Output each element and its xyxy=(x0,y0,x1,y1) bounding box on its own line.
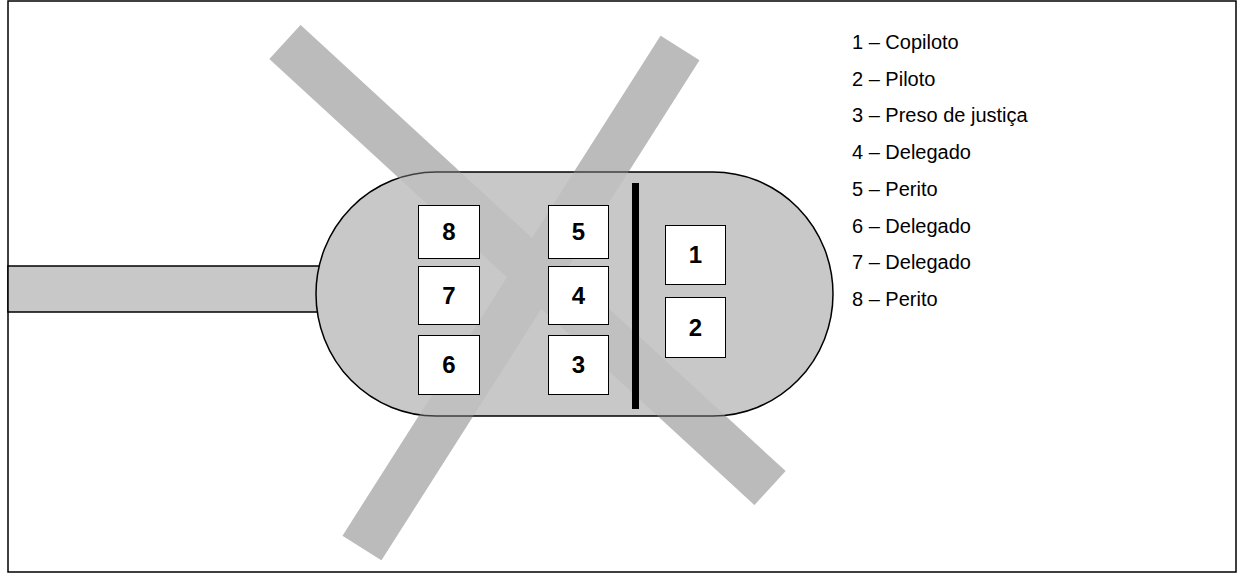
seat-legend-entry: 3 – Preso de justiça xyxy=(852,103,1028,127)
seat-number: 7 xyxy=(442,282,455,310)
seat-legend-entry: 2 – Piloto xyxy=(852,67,935,91)
seat-number: 3 xyxy=(572,351,585,379)
seat-box: 2 xyxy=(665,297,726,358)
seat-legend-entry: 6 – Delegado xyxy=(852,214,971,238)
seat-box: 4 xyxy=(548,266,609,325)
seat-legend-entry: 1 – Copiloto xyxy=(852,30,959,54)
seat-number: 6 xyxy=(442,351,455,379)
seat-box: 8 xyxy=(418,205,480,259)
seat-number: 2 xyxy=(689,314,702,342)
seat-legend-entry: 7 – Delegado xyxy=(852,250,971,274)
seat-legend-entry: 8 – Perito xyxy=(852,287,938,311)
seat-number: 1 xyxy=(689,241,702,269)
seat-box: 3 xyxy=(548,335,609,395)
rotor-blade xyxy=(362,48,680,548)
seat-box: 7 xyxy=(418,266,480,325)
seat-number: 4 xyxy=(572,282,585,310)
seat-legend-entry: 5 – Perito xyxy=(852,177,938,201)
fuselage xyxy=(316,172,833,416)
cockpit-divider xyxy=(632,183,639,409)
seat-number: 5 xyxy=(572,218,585,246)
tail-boom xyxy=(8,266,338,312)
rotor-blades-overlay xyxy=(285,42,770,548)
seat-number: 8 xyxy=(442,218,455,246)
seat-box: 6 xyxy=(418,335,480,395)
seat-box: 1 xyxy=(665,225,726,285)
frame xyxy=(8,1,1236,572)
seat-legend-entry: 4 – Delegado xyxy=(852,140,971,164)
seat-box: 5 xyxy=(548,205,609,259)
